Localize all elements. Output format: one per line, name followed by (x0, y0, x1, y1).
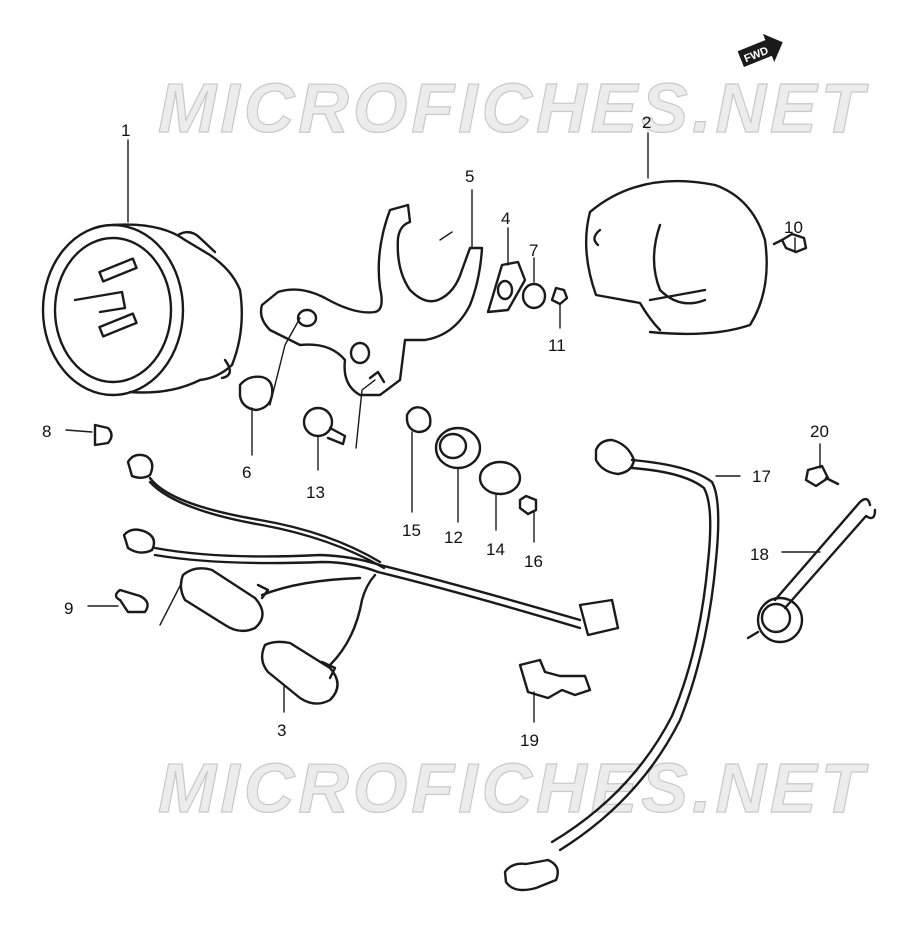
leader-lines (65, 132, 821, 723)
callout-2: 2 (642, 113, 651, 132)
cushion-part-12 (434, 426, 482, 470)
callout-15: 15 (402, 521, 421, 540)
callout-17: 17 (752, 467, 771, 486)
spring-part-18 (746, 497, 877, 644)
meter-case-part-2 (584, 179, 768, 336)
bulb-socket-part-15 (405, 406, 432, 434)
callout-8: 8 (42, 422, 51, 441)
callout-12: 12 (444, 528, 463, 547)
callout-11: 11 (548, 336, 566, 355)
fwd-arrow-badge: FWD (737, 33, 783, 68)
callout-20: 20 (810, 422, 829, 441)
screw-part-13 (302, 406, 347, 446)
callout-4: 4 (501, 209, 510, 228)
cable-part-17 (503, 438, 720, 892)
clamp-part-19 (518, 658, 592, 700)
bolt-part-10 (772, 232, 808, 254)
callout-16: 16 (524, 552, 543, 571)
callout-7: 7 (529, 241, 538, 260)
watermark-bottom: MICROFICHES.NET (158, 749, 869, 827)
callout-14: 14 (486, 540, 505, 559)
screw-part-20 (804, 464, 840, 488)
washer-part-14 (478, 460, 522, 496)
callout-13: 13 (306, 483, 325, 502)
callout-19: 19 (520, 731, 539, 750)
grommet-part-6 (238, 375, 274, 412)
speedometer-part-1 (41, 223, 243, 397)
callout-10: 10 (784, 218, 803, 237)
callout-18: 18 (750, 545, 769, 564)
bulb-part-8 (93, 423, 113, 447)
wire-harness (122, 453, 620, 705)
callout-9: 9 (64, 599, 73, 618)
bulb-part-9 (114, 588, 149, 614)
bracket-part-5 (259, 203, 484, 397)
nut-part-16 (518, 494, 538, 516)
washer-part-7 (521, 282, 547, 310)
callout-6: 6 (242, 463, 251, 482)
callout-3: 3 (277, 721, 286, 740)
watermark-top: MICROFICHES.NET (158, 69, 869, 147)
callout-1: 1 (121, 121, 130, 140)
callout-5: 5 (465, 167, 474, 186)
rubber-part-4 (486, 260, 527, 314)
nut-part-11 (550, 286, 569, 306)
